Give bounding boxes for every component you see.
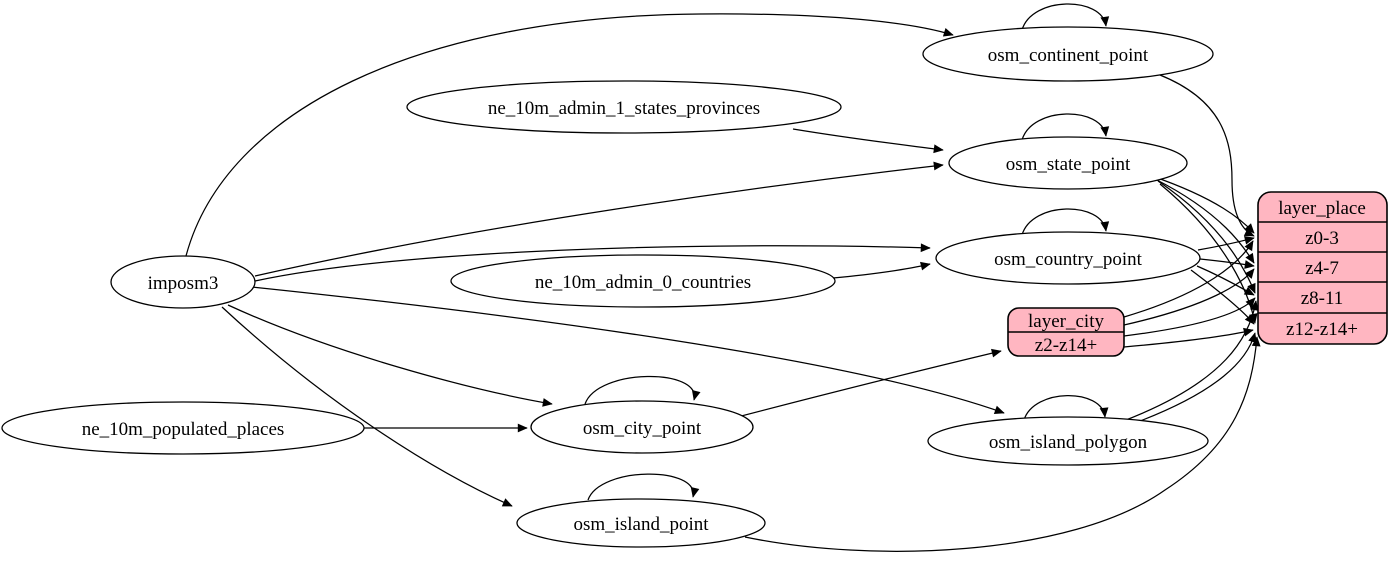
edge-imposm3-to-osm_island_point	[221, 306, 513, 507]
edge-ne_10m_admin_1_states_provinces-to-osm_state_point	[792, 128, 944, 154]
edge-osm_island_point-to-layer_place-z12-z14	[744, 336, 1261, 552]
osm_country_point-ellipse	[935, 231, 1201, 285]
node-ne_10m_admin_0_countries: ne_10m_admin_0_countries	[450, 254, 836, 308]
osm_city_point-label: osm_city_point	[583, 418, 702, 439]
ne_10m_populated_places-ellipse	[1, 401, 365, 455]
node-osm_island_polygon: osm_island_polygon	[927, 416, 1209, 466]
layer_place-row-z0-3: z0-3	[1305, 228, 1339, 249]
edge-osm_state_point-to-layer_place-z4-7	[1154, 178, 1255, 264]
edge-layer_city-to-layer_place-z4-7	[1123, 268, 1255, 326]
layer_city-row-z2-z14: z2-z14+	[1035, 335, 1097, 356]
node-osm_country_point: osm_country_point	[935, 231, 1201, 285]
layer_place-row-z12-z14: z12-z14+	[1286, 319, 1358, 340]
ne_10m_populated_places-label: ne_10m_populated_places	[82, 419, 285, 440]
self-loop-osm_continent_point	[1021, 3, 1110, 31]
layer_city-title: layer_city	[1028, 311, 1104, 332]
self-loop-osm_city_point	[584, 375, 701, 405]
node-ne_10m_admin_1_states_provinces: ne_10m_admin_1_states_provinces	[406, 80, 842, 134]
edge-osm_city_point-to-layer_city-z2-z14	[721, 348, 1002, 422]
edge-ne_10m_admin_0_countries-to-osm_country_point	[832, 261, 931, 279]
self-loop-osm_island_point	[587, 473, 700, 501]
layer_place-box	[1257, 191, 1388, 345]
osm_island_polygon-ellipse	[927, 416, 1209, 466]
edge-osm_island_polygon-to-layer_place-z12-z14	[1123, 332, 1257, 428]
self-loop-osm_country_point	[1021, 208, 1110, 236]
ne_10m_admin_1_states_provinces-label: ne_10m_admin_1_states_provinces	[488, 98, 760, 119]
edge-imposm3-to-osm_continent_point	[185, 13, 954, 257]
layer_place-row-z4-7: z4-7	[1305, 258, 1339, 279]
node-osm_island_point: osm_island_point	[516, 498, 766, 548]
osm_continent_point-label: osm_continent_point	[988, 45, 1149, 66]
edge-layer_city-to-layer_place-z12-z14	[1123, 327, 1254, 348]
node-ne_10m_populated_places: ne_10m_populated_places	[1, 401, 365, 455]
osm_island_point-label: osm_island_point	[573, 514, 709, 535]
node-osm_continent_point: osm_continent_point	[922, 26, 1214, 82]
osm_state_point-ellipse	[948, 136, 1188, 190]
record-layer_place: layer_place z0-3 z4-7 z8-11 z12-z14+	[1257, 191, 1388, 345]
edge-osm_island_polygon-to-layer_place-z8-11	[1117, 300, 1259, 424]
node-osm_state_point: osm_state_point	[948, 136, 1188, 190]
edge-osm_continent_point-to-layer_place-z0-3	[1159, 74, 1255, 237]
ne_10m_admin_0_countries-label: ne_10m_admin_0_countries	[535, 272, 751, 293]
edge-osm_state_point-to-layer_place-z0-3	[1151, 175, 1255, 234]
edge-osm_country_point-to-layer_place-z4-7	[1199, 258, 1255, 269]
edge-osm_country_point-to-layer_place-z0-3	[1197, 235, 1255, 251]
layer_place-row-z8-11: z8-11	[1301, 288, 1344, 309]
edge-imposm3-to-osm_state_point	[254, 161, 944, 277]
ne_10m_admin_0_countries-ellipse	[450, 254, 836, 308]
imposm3-ellipse	[110, 255, 256, 309]
self-loop-osm_state_point	[1021, 113, 1110, 141]
osm_island_polygon-label: osm_island_polygon	[989, 432, 1148, 453]
record-layer_city: layer_city z2-z14+	[1007, 307, 1125, 357]
edge-imposm3-to-osm_island_polygon	[251, 286, 1005, 415]
osm_city_point-ellipse	[530, 400, 754, 454]
edge-imposm3-to-osm_country_point	[254, 243, 931, 282]
osm_continent_point-ellipse	[922, 26, 1214, 82]
self-loop-osm_island_polygon	[1023, 395, 1109, 421]
layer_place-title: layer_place	[1278, 198, 1366, 219]
edge-imposm3-to-osm_city_point	[227, 304, 553, 407]
imposm3-label: imposm3	[148, 273, 219, 294]
edge-layer_city-to-layer_place-z0-3	[1123, 240, 1254, 318]
edges	[185, 3, 1261, 552]
edge-osm_state_point-to-layer_place-z8-11	[1157, 180, 1256, 294]
node-imposm3: imposm3	[110, 255, 256, 309]
edge-layer_city-to-layer_place-z8-11	[1123, 297, 1256, 337]
osm_state_point-label: osm_state_point	[1006, 154, 1131, 175]
node-osm_city_point: osm_city_point	[530, 400, 754, 454]
ne_10m_admin_1_states_provinces-ellipse	[406, 80, 842, 134]
osm_country_point-label: osm_country_point	[994, 249, 1142, 270]
osm_island_point-ellipse	[516, 498, 766, 548]
